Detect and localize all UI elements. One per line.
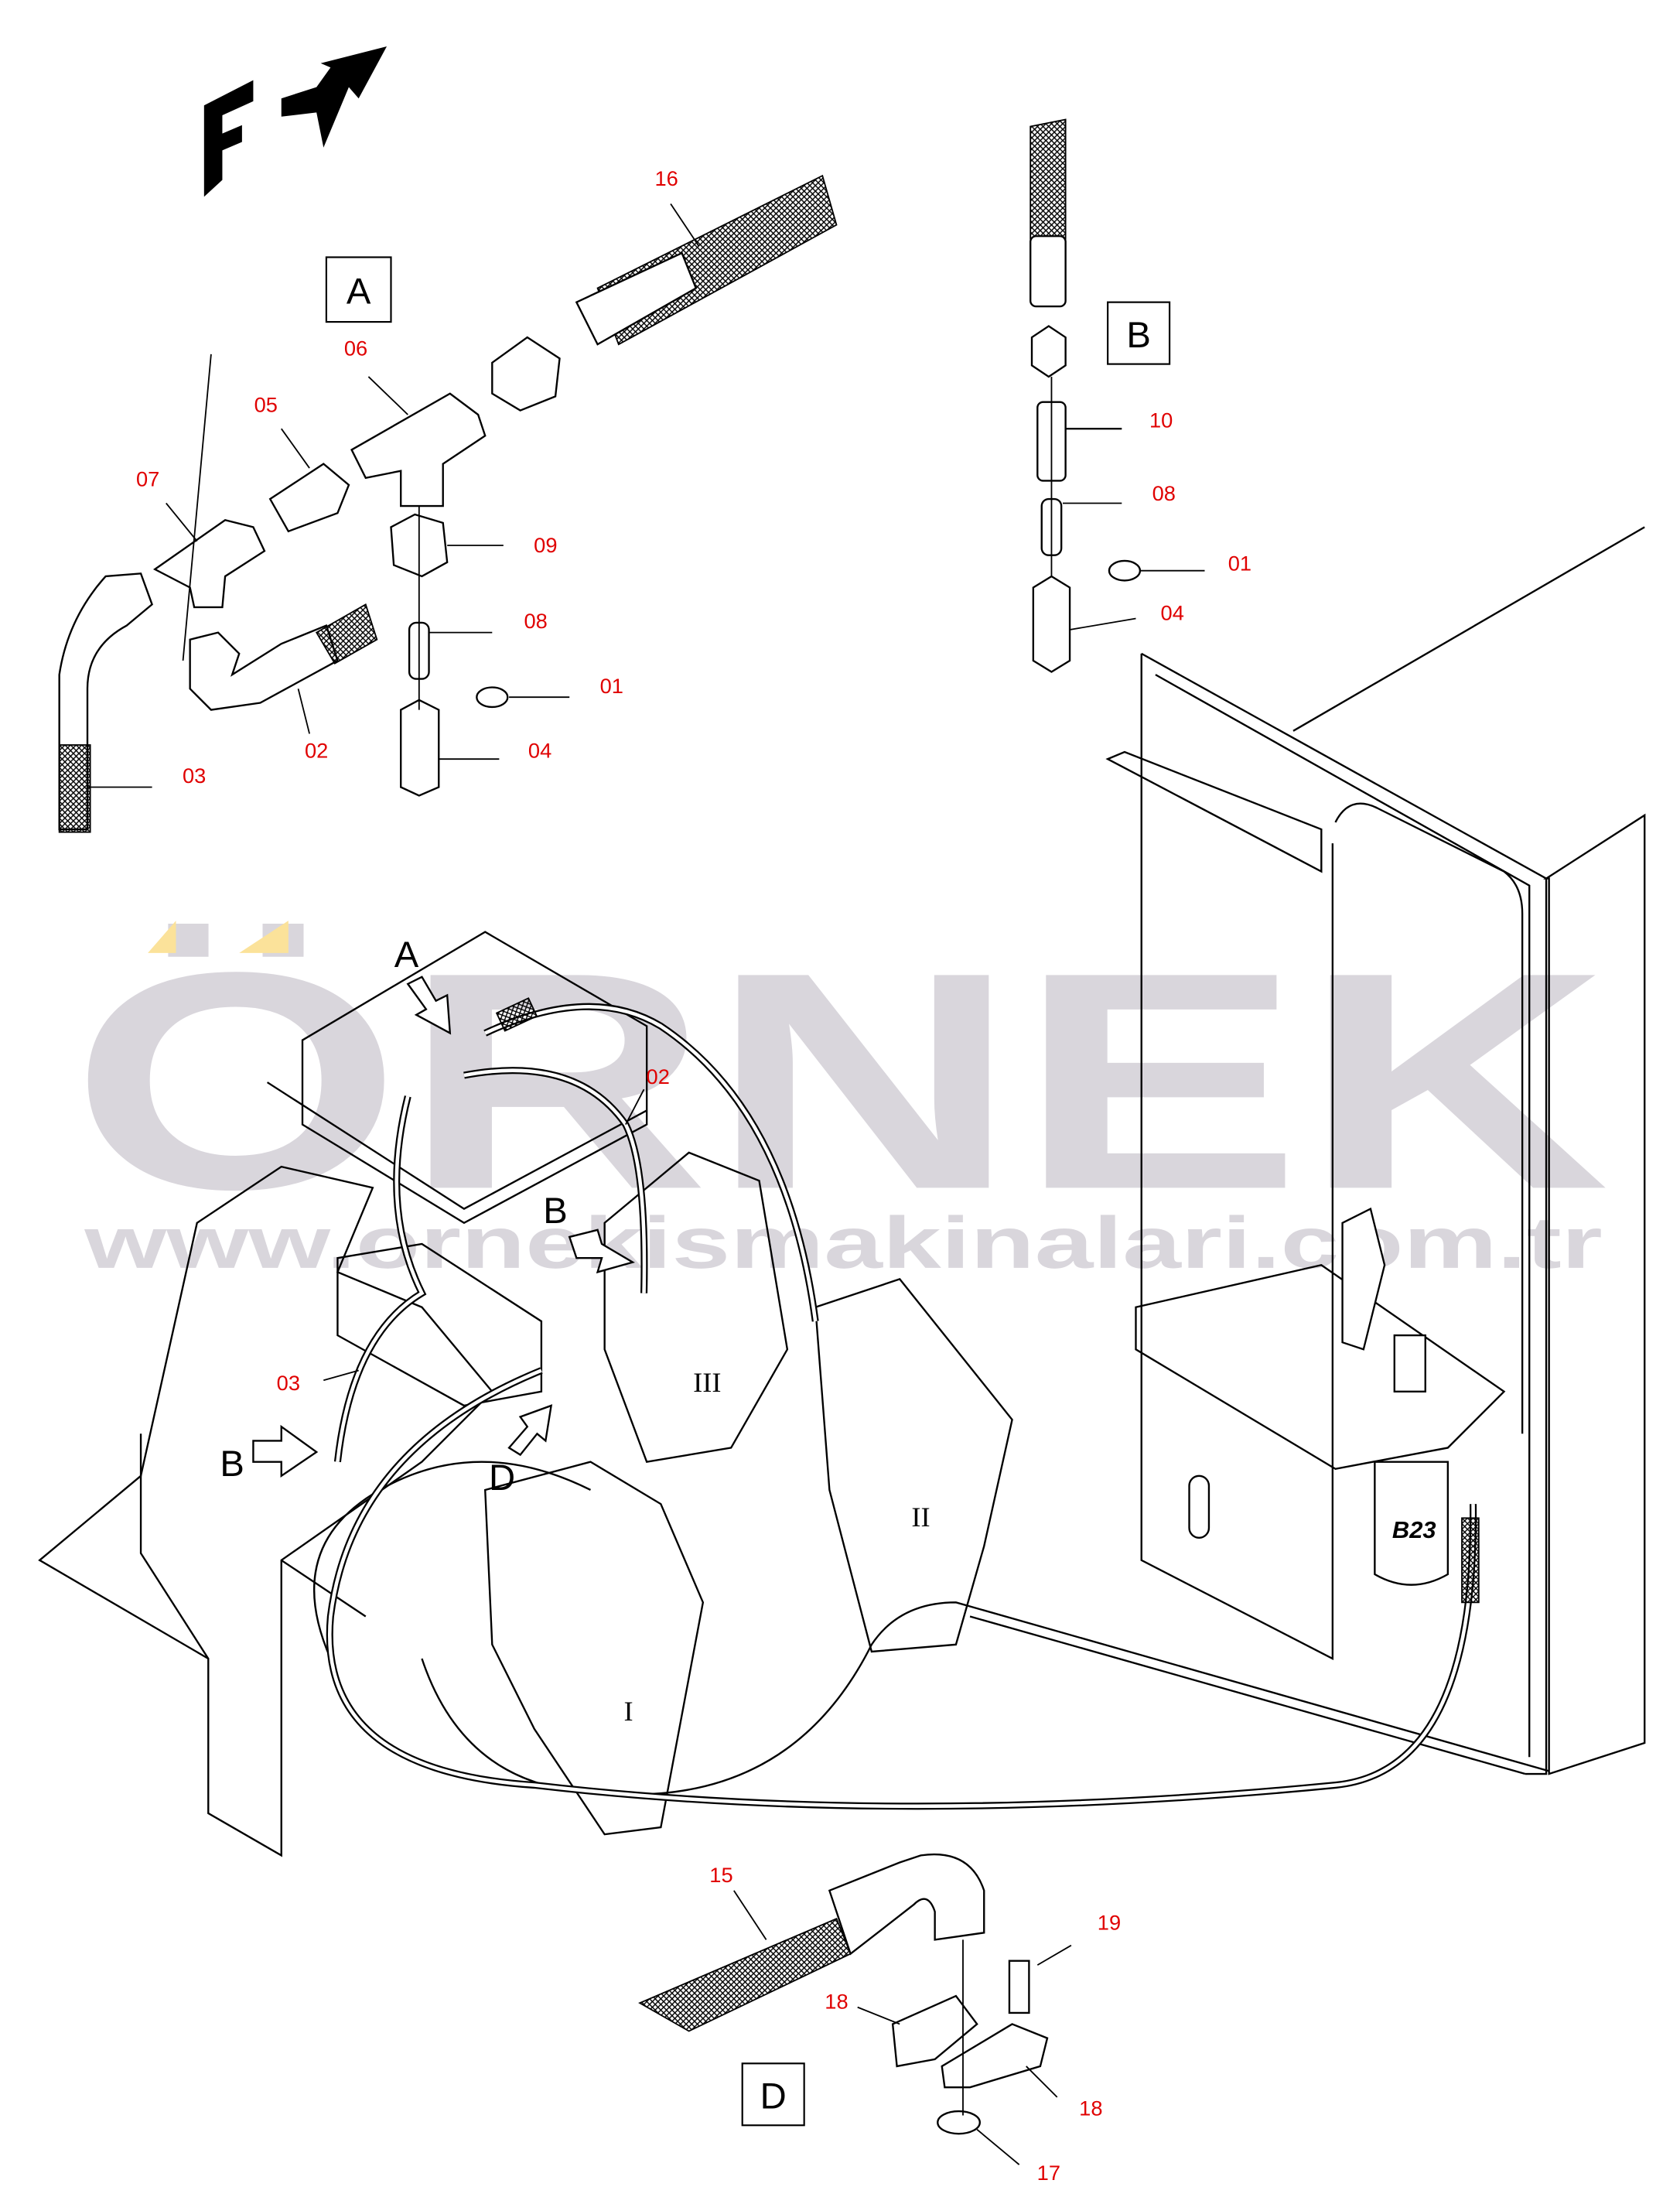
detail-a: A 16 06 05 07 xyxy=(58,166,838,833)
detail-b-title: B xyxy=(1126,315,1151,356)
component-b23 xyxy=(1374,1461,1450,1586)
label-04: 04 xyxy=(528,738,551,762)
callout-d-arrow-icon xyxy=(507,1404,553,1457)
label-08: 08 xyxy=(524,609,547,633)
label-18-b: 18 xyxy=(1079,2096,1102,2120)
label-07: 07 xyxy=(136,467,159,491)
callout-b-2: B xyxy=(220,1444,244,1485)
label-01: 01 xyxy=(600,674,623,698)
main-label-02: 02 xyxy=(647,1064,670,1088)
callout-d: D xyxy=(489,1457,515,1498)
roman-ii: II xyxy=(911,1502,930,1533)
assembly-axis xyxy=(182,354,212,661)
label-03: 03 xyxy=(183,764,206,788)
callout-a-arrow-icon xyxy=(406,976,452,1035)
label-06: 06 xyxy=(344,337,367,360)
label-10: 10 xyxy=(1149,408,1173,432)
label-05: 05 xyxy=(254,392,278,416)
direction-letter-f xyxy=(203,80,254,197)
watermark: ÖRNEK www.ornekismakinalari.com.tr xyxy=(70,907,1610,1284)
label-08-b: 08 xyxy=(1152,481,1176,505)
roman-i: I xyxy=(623,1696,633,1727)
label-18-a: 18 xyxy=(825,1989,848,2013)
tee-07 xyxy=(152,519,266,609)
detail-d-box xyxy=(741,2062,805,2127)
label-02: 02 xyxy=(305,738,328,762)
hose-b xyxy=(1030,118,1067,240)
washer-01 xyxy=(476,686,509,709)
nut-16 xyxy=(491,336,561,412)
hose-16-ferrule xyxy=(575,251,698,346)
component-b23-label: B23 xyxy=(1392,1516,1436,1543)
valve-block xyxy=(1341,1207,1386,1351)
detail-a-box xyxy=(325,256,392,323)
bolt-19 xyxy=(1008,1960,1030,2014)
detail-b: B 10 08 01 04 xyxy=(1030,118,1251,673)
detail-b-box xyxy=(1107,301,1171,365)
elbow-15 xyxy=(828,1854,985,1956)
leader-lines-d xyxy=(733,1890,1072,2165)
leader-lines-b xyxy=(1062,427,1205,630)
main-label-03: 03 xyxy=(277,1371,300,1395)
label-16: 16 xyxy=(654,166,678,190)
hose-02 xyxy=(315,603,378,665)
callout-a: A xyxy=(394,935,419,976)
adapter-05 xyxy=(268,463,350,533)
label-15: 15 xyxy=(709,1863,732,1887)
callout-b-2-arrow-icon xyxy=(252,1424,319,1478)
detail-d: D 15 19 18 18 17 xyxy=(638,1854,1121,2185)
label-09: 09 xyxy=(534,533,557,557)
callout-b-1-arrow-icon xyxy=(568,1228,635,1274)
flange-half-18b xyxy=(941,2023,1049,2089)
label-04-b: 04 xyxy=(1161,600,1184,624)
detail-a-title: A xyxy=(347,271,371,312)
label-17: 17 xyxy=(1037,2161,1060,2185)
tee-06 xyxy=(350,392,487,507)
flange-half-18a xyxy=(891,1994,978,2068)
roman-iii: III xyxy=(693,1367,721,1398)
main-callouts: A B B D 02 03 xyxy=(220,935,669,1498)
hose-b-ferrule xyxy=(1030,235,1067,308)
leader-lines xyxy=(87,203,700,788)
watermark-brand: ÖRNEK xyxy=(70,907,1610,1253)
elbow-02 xyxy=(189,624,339,711)
electrical-cabinet: B23 xyxy=(1105,526,1646,1775)
arrow-up-right-icon xyxy=(281,46,388,148)
detail-d-title: D xyxy=(760,2076,787,2117)
fitting-04-b xyxy=(1032,575,1071,673)
hose-03 xyxy=(58,744,91,833)
direction-marker xyxy=(203,46,388,197)
hose-15 xyxy=(638,1917,852,2032)
o-ring-17 xyxy=(937,2110,981,2135)
label-19: 19 xyxy=(1098,1911,1121,1935)
washer-01-b xyxy=(1108,559,1142,582)
solenoid xyxy=(1393,1334,1426,1392)
label-01-b: 01 xyxy=(1228,552,1251,576)
callout-b-1: B xyxy=(543,1191,568,1232)
nut-b xyxy=(1030,325,1067,378)
fitting-04 xyxy=(400,699,440,797)
